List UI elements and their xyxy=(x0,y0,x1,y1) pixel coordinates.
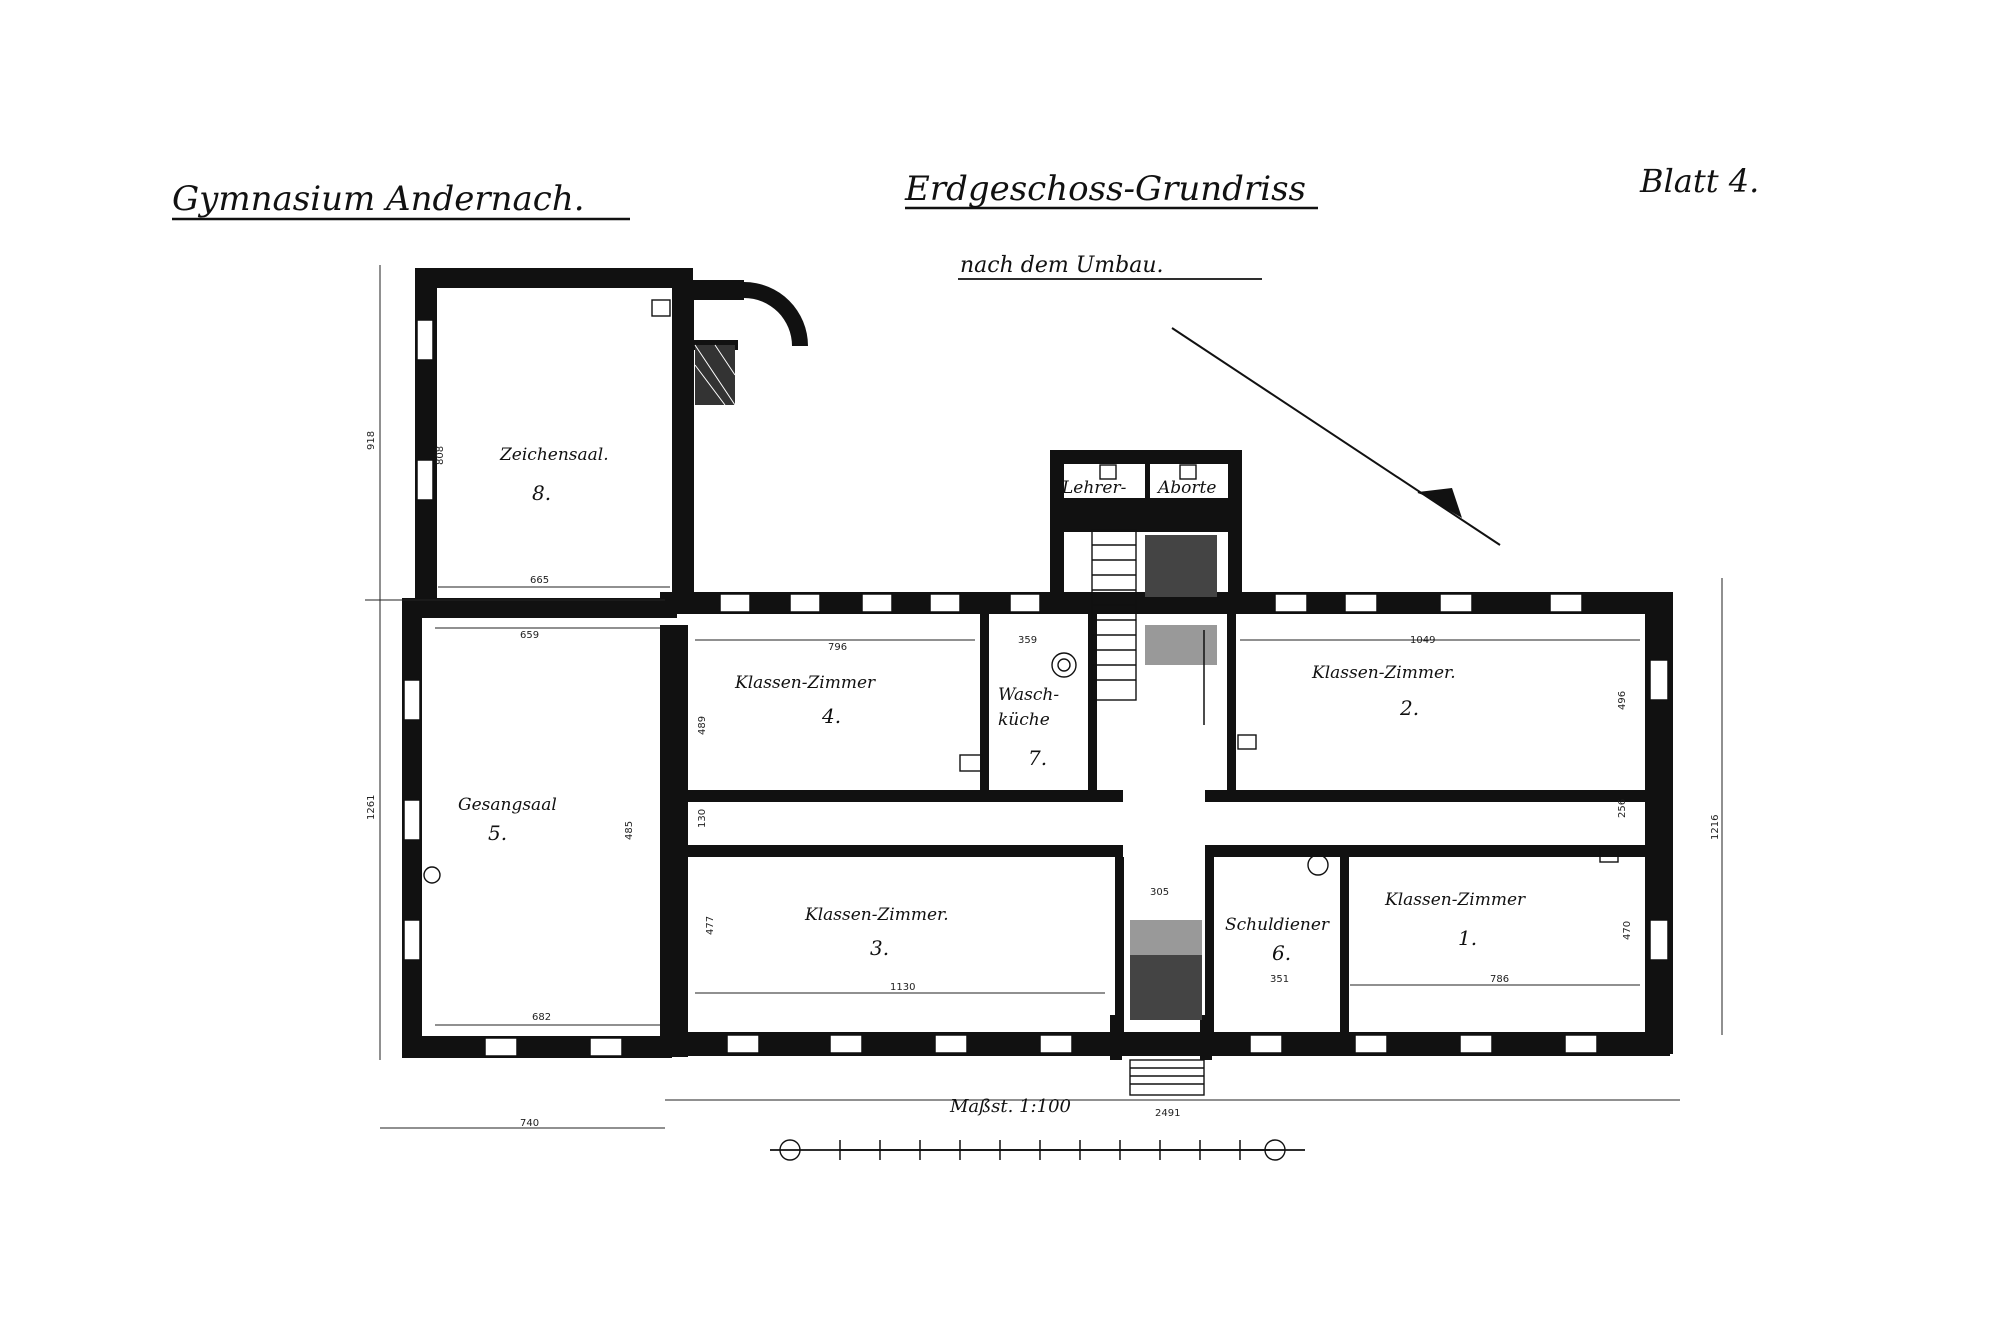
dimension-labels: 665 808 659 682 485 796 359 1049 1130 78… xyxy=(366,431,1721,1129)
dim-gesangsaal-height: 485 xyxy=(624,821,635,840)
dim-room4-height: 489 xyxy=(697,716,708,735)
scale-label: Maßst. 1:100 xyxy=(949,1096,1071,1117)
dim-room3-height: 477 xyxy=(705,916,716,935)
dim-room1-width: 786 xyxy=(1490,974,1509,985)
room-2-number: 2. xyxy=(1399,696,1419,720)
room-8-name: Zeichensaal. xyxy=(499,445,609,465)
dim-right-height: 1216 xyxy=(1710,815,1721,840)
plan-subtitle: nach dem Umbau. xyxy=(960,253,1164,278)
dim-overall-left: 740 xyxy=(520,1118,539,1129)
room-7-number: 7. xyxy=(1028,746,1047,770)
dim-corridor-right: 256 xyxy=(1617,799,1628,818)
room-3-number: 3. xyxy=(870,936,889,960)
room-6-number: 6. xyxy=(1272,941,1291,965)
toilet-label-aborte: Aborte xyxy=(1156,478,1216,498)
dim-left-height-lower: 1261 xyxy=(366,795,377,820)
dim-room4-width: 796 xyxy=(828,642,847,653)
room-7-name-line1: Wasch- xyxy=(998,685,1059,705)
room-8-number: 8. xyxy=(532,481,551,505)
dim-room2-height: 496 xyxy=(1617,691,1628,710)
dim-room6-width: 351 xyxy=(1270,974,1289,985)
dim-room3-width: 1130 xyxy=(890,982,915,993)
dim-corridor-width: 305 xyxy=(1150,887,1169,898)
room-1-number: 1. xyxy=(1458,926,1477,950)
scale-bar: Maßst. 1:100 xyxy=(770,1096,1305,1161)
room-7-name-line2: küche xyxy=(998,710,1050,730)
room-6-name: Schuldiener xyxy=(1225,915,1330,935)
dim-gesangsaal-top: 659 xyxy=(520,630,539,641)
dim-room7-width: 359 xyxy=(1018,635,1037,646)
dim-room1-height: 470 xyxy=(1622,921,1633,940)
dim-room2-width: 1049 xyxy=(1410,635,1435,646)
dim-overall-right: 2491 xyxy=(1155,1108,1180,1119)
room-1-name: Klassen-Zimmer xyxy=(1384,890,1526,910)
toilet-label-teachers: Lehrer- xyxy=(1061,478,1127,498)
room-4-name: Klassen-Zimmer xyxy=(734,673,876,693)
dim-left-height-upper: 918 xyxy=(366,431,377,450)
room-5-number: 5. xyxy=(488,821,507,845)
walls xyxy=(402,268,1673,1060)
dim-gesangsaal-bottom: 682 xyxy=(532,1012,551,1023)
room-5-name: Gesangsaal xyxy=(458,795,557,815)
dim-zeichensaal-height: 808 xyxy=(435,446,446,465)
dim-zeichensaal-width: 665 xyxy=(530,575,549,586)
fixtures xyxy=(423,299,1619,884)
dim-corridor-left: 130 xyxy=(697,809,708,828)
room-3-name: Klassen-Zimmer. xyxy=(804,905,949,925)
plan-title: Erdgeschoss-Grundriss xyxy=(904,169,1306,209)
room-2-name: Klassen-Zimmer. xyxy=(1311,663,1456,683)
school-name: Gymnasium Andernach. xyxy=(172,179,585,219)
dimension-lines xyxy=(365,265,1723,1129)
header: Gymnasium Andernach. Erdgeschoss-Grundri… xyxy=(172,162,1759,280)
room-4-number: 4. xyxy=(821,704,841,728)
sheet-number: Blatt 4. xyxy=(1639,162,1759,200)
stairs xyxy=(694,344,1217,1096)
room-labels: Zeichensaal. 8. Gesangsaal 5. Klassen-Zi… xyxy=(458,445,1526,965)
windows xyxy=(403,319,1669,1057)
north-arrow-icon xyxy=(1171,327,1501,546)
